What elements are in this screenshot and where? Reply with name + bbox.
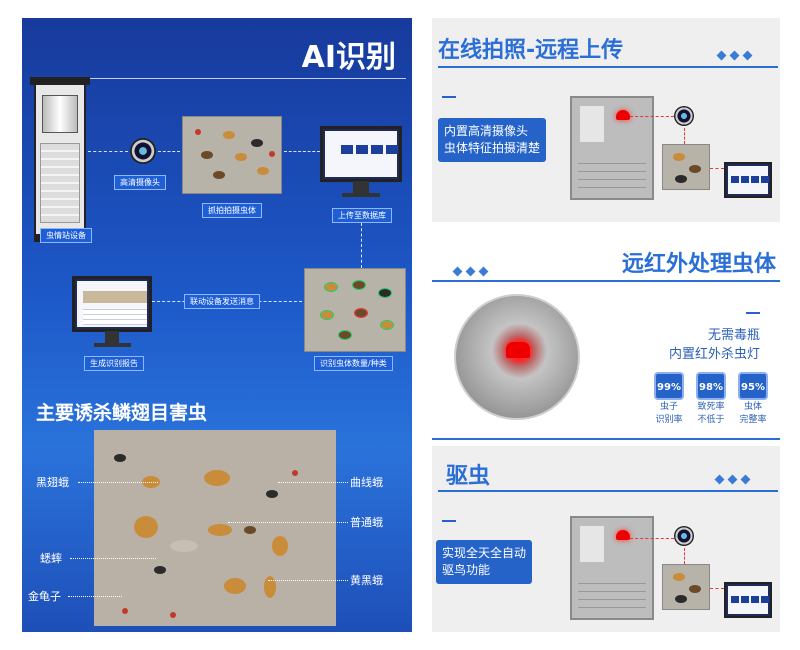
stat-integrity: 95% 虫体 完整率: [738, 372, 768, 426]
desc-line: 无需毒瓶: [707, 328, 760, 343]
panel1-heading: 在线拍照-远程上传: [438, 38, 624, 63]
decor-diamonds: [714, 468, 755, 487]
link-line: [630, 538, 674, 539]
trap-station-image: [30, 77, 90, 242]
captured-insects-image: [662, 144, 710, 190]
link-line: [710, 168, 724, 169]
panel3-heading: 驱虫: [446, 464, 491, 489]
report-monitor-image: [72, 276, 152, 347]
monitor-image: [724, 582, 772, 618]
stat-recognition: 99% 虫子 识别率: [654, 372, 684, 426]
link-line: [630, 116, 674, 117]
decor-diamonds: [452, 260, 493, 279]
far-infrared-panel: 远红外处理虫体 无需毒瓶 内置红外杀虫灯 99% 虫子 识别率 98% 致死率 …: [432, 232, 780, 442]
accent-mark: [442, 520, 456, 522]
pest-label-cricket: 蟋蟀: [40, 552, 62, 565]
trap-chamber-image: [570, 96, 654, 200]
pests-specimen-image: [94, 430, 336, 626]
desc-line: 内置红外杀虫灯: [668, 347, 760, 362]
pointer-line: [278, 482, 348, 483]
pest-label-common: 普通蛾: [350, 516, 383, 529]
flow-line: [361, 223, 362, 268]
bird-repel-panel: 驱虫 实现全天全自动 驱鸟功能: [432, 446, 780, 632]
stat-label: 虫子: [659, 402, 678, 412]
stat-label: 识别率: [655, 415, 683, 425]
link-line: [684, 128, 685, 144]
link-line: [710, 588, 724, 589]
decor-diamonds: [716, 44, 757, 63]
desc-line: 内置高清摄像头: [444, 124, 529, 138]
desc-line: 虫体特征拍摄清楚: [444, 141, 541, 155]
pointer-line: [268, 580, 348, 581]
heading-underline: [438, 490, 778, 492]
desc-line: 驱鸟功能: [442, 563, 491, 577]
monitor-image: [724, 162, 772, 198]
stat-lethality: 98% 致死率 不低于: [696, 372, 726, 426]
ai-recognition-panel: AI识别 虫情站设备 高清摄像头 抓拍拍摄虫体 上传至数据库 识别虫体数量/种类…: [22, 18, 412, 632]
label-camera: 高清摄像头: [114, 175, 166, 190]
identified-insects-image: [304, 268, 406, 352]
stat-value: 95%: [738, 372, 768, 400]
stat-value: 98%: [696, 372, 726, 400]
accent-mark: [442, 96, 456, 98]
pest-label-curve: 曲线蛾: [350, 476, 383, 489]
online-photo-panel: 在线拍照-远程上传 内置高清摄像头 虫体特征拍摄清楚: [432, 18, 780, 222]
title-divider: [32, 78, 406, 79]
camera-icon: [130, 138, 156, 164]
panel2-desc: 无需毒瓶 内置红外杀虫灯: [669, 326, 760, 364]
pests-subtitle: 主要诱杀鳞翅目害虫: [36, 402, 208, 424]
captured-insects-image: [662, 564, 710, 610]
label-identify: 识别虫体数量/种类: [314, 356, 393, 371]
camera-icon: [674, 106, 694, 126]
trap-chamber-image: [570, 516, 654, 620]
panel-title: AI识别: [301, 40, 396, 75]
stat-label: 不低于: [697, 415, 725, 425]
stats-group: 99% 虫子 识别率 98% 致死率 不低于 95% 虫体 完整率: [654, 372, 768, 426]
label-capture: 抓拍拍摄虫体: [202, 203, 262, 218]
desc-line: 实现全天全自动: [442, 546, 527, 560]
label-linkage: 联动设备发送消息: [184, 294, 260, 309]
label-device: 虫情站设备: [40, 228, 92, 243]
accent-mark: [746, 312, 760, 314]
flow-line: [284, 151, 320, 152]
heading-underline: [438, 66, 778, 68]
pointer-line: [228, 522, 348, 523]
stat-label: 完整率: [739, 415, 767, 425]
pest-label-yellow-black: 黄黑蛾: [350, 574, 383, 587]
flow-line: [88, 151, 128, 152]
pest-label-black-wing: 黑翅蛾: [36, 476, 69, 489]
stat-label: 虫体: [743, 402, 762, 412]
infrared-lamp-image: [454, 294, 580, 420]
link-line: [684, 548, 685, 564]
panel1-desc: 内置高清摄像头 虫体特征拍摄清楚: [438, 118, 547, 162]
camera-icon: [674, 526, 694, 546]
stat-value: 99%: [654, 372, 684, 400]
flow-line: [158, 151, 180, 152]
pest-label-beetle: 金龟子: [28, 590, 61, 603]
label-report: 生成识别报告: [84, 356, 144, 371]
pointer-line: [78, 482, 158, 483]
label-upload: 上传至数据库: [332, 208, 392, 223]
panel3-desc: 实现全天全自动 驱鸟功能: [436, 540, 533, 584]
pointer-line: [68, 596, 122, 597]
database-monitor-image: [320, 126, 402, 197]
pointer-line: [70, 558, 156, 559]
captured-insects-image: [182, 116, 282, 194]
heading-underline: [432, 280, 780, 282]
panel2-heading: 远红外处理虫体: [621, 252, 776, 277]
section-divider: [432, 438, 780, 440]
stat-label: 致死率: [697, 402, 725, 412]
